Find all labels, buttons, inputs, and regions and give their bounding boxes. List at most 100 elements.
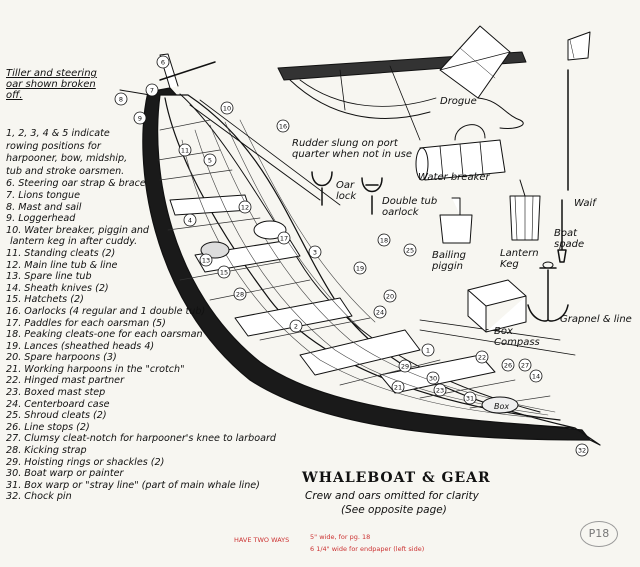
legend-item: 23. Boxed mast step xyxy=(6,387,106,399)
callout-20: 20 xyxy=(383,289,397,303)
legend-item: 30. Boat warp or painter xyxy=(6,468,124,480)
svg-text:8: 8 xyxy=(119,96,123,104)
legend-item: 22. Hinged mast partner xyxy=(6,375,125,387)
svg-text:27: 27 xyxy=(521,362,529,370)
grapnel-label: Grapnel & line xyxy=(560,314,632,325)
svg-text:11: 11 xyxy=(181,147,189,155)
svg-text:15: 15 xyxy=(220,269,228,277)
callout-26: 26 xyxy=(501,358,515,372)
svg-text:30: 30 xyxy=(429,375,437,383)
waif-label: Waif xyxy=(574,198,596,209)
diagram-title: WHALEBOAT & GEAR xyxy=(302,470,491,486)
legend-item: 27. Clumsy cleat-notch for harpooner's k… xyxy=(6,433,277,445)
rudder-label: Rudder slung on port quarter when not in… xyxy=(292,138,412,160)
lantern-label-line-1: Lantern xyxy=(500,248,539,259)
callout-28: 28 xyxy=(233,287,247,301)
legend-item: 16. Oarlocks (4 regular and 1 double tub… xyxy=(6,305,206,317)
rudder-label-line-1: Rudder slung on port xyxy=(292,138,398,149)
legend-item: lantern keg in after cuddy. xyxy=(10,236,138,248)
legend-item: 26. Line stops (2) xyxy=(6,421,90,433)
lantern-label-line-2: Keg xyxy=(500,259,519,270)
svg-text:21: 21 xyxy=(394,384,402,392)
callout-16: 16 xyxy=(276,119,290,133)
callout-7: 7 xyxy=(145,83,159,97)
callout-14: 14 xyxy=(529,369,543,383)
legend-item: 15. Hatchets (2) xyxy=(6,294,84,306)
legend: 1, 2, 3, 4 & 5 indicate rowing positions… xyxy=(6,128,306,503)
svg-text:32: 32 xyxy=(578,447,586,455)
svg-text:23: 23 xyxy=(436,387,444,395)
lantern-keg-label: Lantern Keg xyxy=(500,248,539,270)
callout-19: 19 xyxy=(353,261,367,275)
svg-text:6: 6 xyxy=(161,59,165,67)
svg-text:18: 18 xyxy=(380,237,388,245)
callout-5: 5 xyxy=(203,153,217,167)
svg-text:1: 1 xyxy=(426,347,430,355)
rudder-label-line-2: quarter when not in use xyxy=(292,149,413,160)
oarlock-drawing xyxy=(311,171,333,206)
svg-text:19: 19 xyxy=(356,265,364,273)
callout-4: 4 xyxy=(183,213,197,227)
legend-item: 6. Steering oar strap & brace xyxy=(6,178,146,190)
legend-item: 25. Shroud cleats (2) xyxy=(6,410,107,422)
callout-13: 13 xyxy=(199,253,213,267)
callout-29: 29 xyxy=(398,359,412,373)
legend-item: 10. Water breaker, piggin and xyxy=(6,224,150,236)
svg-text:17: 17 xyxy=(280,235,288,243)
callout-31: 31 xyxy=(463,391,477,405)
double-tub-label-line-1: Double tub xyxy=(382,196,438,207)
box-compass-drawing xyxy=(467,279,527,333)
callout-9: 9 xyxy=(133,111,147,125)
svg-text:12: 12 xyxy=(241,204,249,212)
svg-text:29: 29 xyxy=(401,363,409,371)
callout-12: 12 xyxy=(238,200,252,214)
legend-item: 32. Chock pin xyxy=(6,491,72,503)
legend-intro-1: 1, 2, 3, 4 & 5 indicate xyxy=(6,128,110,139)
callout-23: 23 xyxy=(433,383,447,397)
legend-item: 24. Centerboard case xyxy=(6,398,110,410)
boat-spade-drawing xyxy=(557,199,567,263)
svg-text:4: 4 xyxy=(188,217,192,225)
svg-text:20: 20 xyxy=(386,293,394,301)
svg-text:24: 24 xyxy=(376,309,384,317)
callout-25: 25 xyxy=(403,243,417,257)
tiller-note: Tiller and steering oar shown broken off… xyxy=(6,68,97,101)
legend-item: 17. Paddles for each oarsman (5) xyxy=(6,317,166,329)
legend-item: 18. Peaking cleats-one for each oarsman xyxy=(6,329,203,341)
legend-item: 11. Standing cleats (2) xyxy=(6,247,116,259)
tiller-note-line-3: off. xyxy=(6,90,23,101)
svg-text:28: 28 xyxy=(236,291,244,299)
legend-item: 19. Lances (sheathed heads 4) xyxy=(6,340,155,352)
red-note-c: 6 1/4" wide for endpaper (left side) xyxy=(310,545,425,553)
boat-number-callouts: 1 2 3 4 5 6 7 8 9 10 11 12 13 14 15 16 1… xyxy=(114,55,589,457)
callout-11: 11 xyxy=(178,143,192,157)
water-breaker-label: Water breaker xyxy=(418,172,490,183)
callout-24: 24 xyxy=(373,305,387,319)
callout-1: 1 xyxy=(421,343,435,357)
double-tub-label-line-2: oarlock xyxy=(382,207,419,218)
callout-8: 8 xyxy=(114,92,128,106)
callout-6: 6 xyxy=(156,55,170,69)
box-compass-label: Box Compass xyxy=(494,326,540,348)
legend-item: 31. Box warp or "stray line" (part of ma… xyxy=(6,479,260,491)
svg-text:31: 31 xyxy=(466,395,474,403)
box-label: Box xyxy=(494,402,510,411)
oarlock-label-line-1: Oar xyxy=(336,180,355,191)
legend-intro-2: rowing positions for xyxy=(6,140,101,152)
boat-spade-line-2: spade xyxy=(554,239,585,250)
boat-spade-label: Boat spade xyxy=(554,228,584,250)
drogue-label: Drogue xyxy=(440,96,477,107)
oarlock-label-line-2: lock xyxy=(336,191,357,202)
callout-15: 15 xyxy=(217,265,231,279)
callout-27: 27 xyxy=(518,358,532,372)
page-mark: P18 xyxy=(580,521,618,547)
svg-text:2: 2 xyxy=(294,323,298,331)
svg-text:26: 26 xyxy=(504,362,512,370)
callout-18: 18 xyxy=(377,233,391,247)
legend-item: 14. Sheath knives (2) xyxy=(6,282,109,294)
legend-item: 13. Spare line tub xyxy=(6,271,92,283)
legend-item: 20. Spare harpoons (3) xyxy=(6,352,117,364)
callout-21: 21 xyxy=(391,380,405,394)
svg-text:9: 9 xyxy=(138,115,142,123)
